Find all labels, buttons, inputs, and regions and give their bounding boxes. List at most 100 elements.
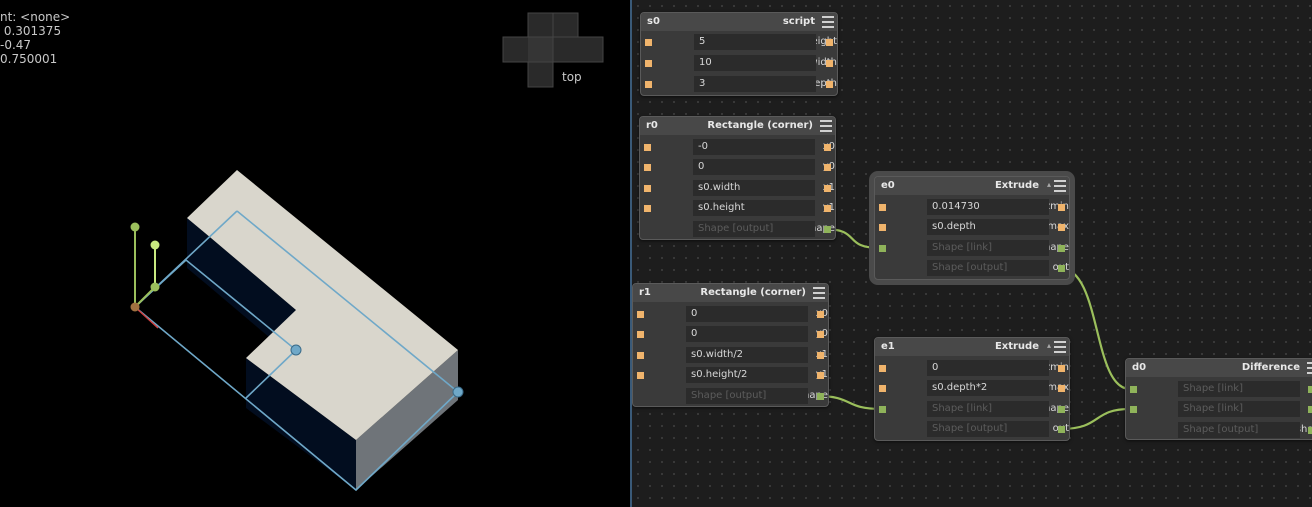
axis-gizmo[interactable] <box>130 222 160 329</box>
panel-divider[interactable] <box>630 0 632 507</box>
output-port[interactable] <box>817 331 824 338</box>
param-row: shape Shape [link] <box>875 239 1069 257</box>
node-e1[interactable]: e1 Extrude ▴ zmin 0 zmax s0.depth*2 shap… <box>874 337 1070 441</box>
handle-inner[interactable] <box>290 344 302 356</box>
node-s0[interactable]: s0 script height 5 width 10 depth 3 <box>640 12 838 96</box>
node-r1[interactable]: r1 Rectangle (corner) x0 0 y0 0 x1 s0.wi… <box>632 283 829 407</box>
output-port[interactable] <box>1058 426 1065 433</box>
input-port[interactable] <box>879 204 886 211</box>
output-port[interactable] <box>824 185 831 192</box>
output-port[interactable] <box>817 311 824 318</box>
input-port[interactable] <box>637 311 644 318</box>
param-value[interactable]: 0 <box>686 306 808 322</box>
input-port[interactable] <box>1130 406 1137 413</box>
output-port[interactable] <box>824 164 831 171</box>
input-port[interactable] <box>644 185 651 192</box>
param-value[interactable]: s0.depth <box>927 219 1049 235</box>
node-name: d0 <box>1132 362 1147 373</box>
output-port[interactable] <box>1308 427 1312 434</box>
param-value[interactable]: s0.width/2 <box>686 347 808 363</box>
input-port[interactable] <box>879 245 886 252</box>
param-row: zmin 0.014730 <box>875 198 1069 216</box>
node-r1-title[interactable]: r1 Rectangle (corner) <box>633 284 828 302</box>
input-port[interactable] <box>645 81 652 88</box>
view-label-top[interactable]: top <box>562 70 582 84</box>
view-cube[interactable] <box>502 12 604 88</box>
node-e0[interactable]: e0 Extrude ▴ zmin 0.014730 zmax s0.depth… <box>874 176 1070 280</box>
param-row: x0 0 <box>633 305 828 323</box>
output-port[interactable] <box>824 205 831 212</box>
menu-icon[interactable] <box>820 120 832 132</box>
output-row: out Shape [output] <box>875 259 1069 277</box>
input-port[interactable] <box>644 164 651 171</box>
output-port[interactable] <box>824 144 831 151</box>
output-port[interactable] <box>817 372 824 379</box>
param-value[interactable]: s0.depth*2 <box>927 380 1049 396</box>
output-port[interactable] <box>1058 224 1065 231</box>
param-value[interactable]: 0 <box>693 159 815 175</box>
node-e0-title[interactable]: e0 Extrude ▴ <box>875 177 1069 195</box>
node-r0[interactable]: r0 Rectangle (corner) x0 -0 y0 0 x1 s0.w… <box>639 116 836 240</box>
collapse-icon[interactable]: ▴ <box>1046 341 1051 350</box>
viewport-3d[interactable]: nt: <none> 0.301375 -0.47 0.750001 <box>0 0 630 507</box>
input-port[interactable] <box>637 372 644 379</box>
param-value[interactable]: 0 <box>927 360 1049 376</box>
param-row: y0 0 <box>633 325 828 343</box>
param-value[interactable]: -0 <box>693 139 815 155</box>
menu-icon[interactable] <box>822 16 834 28</box>
param-value[interactable]: 0.014730 <box>927 199 1049 215</box>
param-row: width 10 <box>641 54 837 72</box>
collapse-icon[interactable]: ▴ <box>1046 180 1051 189</box>
input-port[interactable] <box>637 331 644 338</box>
param-value[interactable]: 3 <box>694 76 816 92</box>
menu-icon[interactable] <box>1307 362 1312 374</box>
info-line-2: 0.301375 <box>0 24 62 38</box>
handle-corner[interactable] <box>452 386 464 398</box>
input-port[interactable] <box>644 144 651 151</box>
output-port[interactable] <box>1058 204 1065 211</box>
input-port[interactable] <box>637 352 644 359</box>
input-port[interactable] <box>1130 386 1137 393</box>
output-port[interactable] <box>1308 386 1312 393</box>
output-port[interactable] <box>1308 406 1312 413</box>
node-r0-title[interactable]: r0 Rectangle (corner) <box>640 117 835 135</box>
output-port[interactable] <box>1058 385 1065 392</box>
param-value[interactable]: s0.width <box>693 180 815 196</box>
output-port[interactable] <box>817 393 824 400</box>
param-value: Shape [link] <box>927 401 1049 417</box>
param-value[interactable]: s0.height <box>693 200 815 216</box>
node-name: e1 <box>881 341 895 352</box>
output-port[interactable] <box>826 39 833 46</box>
output-port[interactable] <box>817 352 824 359</box>
output-port[interactable] <box>1058 245 1065 252</box>
input-port[interactable] <box>879 224 886 231</box>
param-value[interactable]: 5 <box>694 34 816 50</box>
input-port[interactable] <box>644 205 651 212</box>
output-port[interactable] <box>1058 365 1065 372</box>
param-row: zmin 0 <box>875 359 1069 377</box>
input-port[interactable] <box>879 385 886 392</box>
menu-icon[interactable] <box>1054 341 1066 353</box>
input-port[interactable] <box>879 365 886 372</box>
node-type: Rectangle (corner) <box>707 120 813 131</box>
input-port[interactable] <box>879 406 886 413</box>
input-port[interactable] <box>645 39 652 46</box>
output-port[interactable] <box>1058 406 1065 413</box>
output-port[interactable] <box>1058 265 1065 272</box>
node-d0-title[interactable]: d0 Difference <box>1126 359 1312 377</box>
menu-icon[interactable] <box>813 287 825 299</box>
node-e1-title[interactable]: e1 Extrude ▴ <box>875 338 1069 356</box>
menu-icon[interactable] <box>1054 180 1066 192</box>
node-name: e0 <box>881 180 895 191</box>
node-d0[interactable]: d0 Difference a Shape [link] b Shape [li… <box>1125 358 1312 440</box>
param-value[interactable]: 10 <box>694 55 816 71</box>
output-port[interactable] <box>826 81 833 88</box>
output-port[interactable] <box>826 60 833 67</box>
param-value[interactable]: 0 <box>686 326 808 342</box>
output-port[interactable] <box>824 226 831 233</box>
node-s0-title[interactable]: s0 script <box>641 13 837 31</box>
node-type: Rectangle (corner) <box>700 287 806 298</box>
input-port[interactable] <box>645 60 652 67</box>
param-value[interactable]: s0.height/2 <box>686 367 808 383</box>
node-graph[interactable]: s0 script height 5 width 10 depth 3 r0 R… <box>632 0 1312 507</box>
